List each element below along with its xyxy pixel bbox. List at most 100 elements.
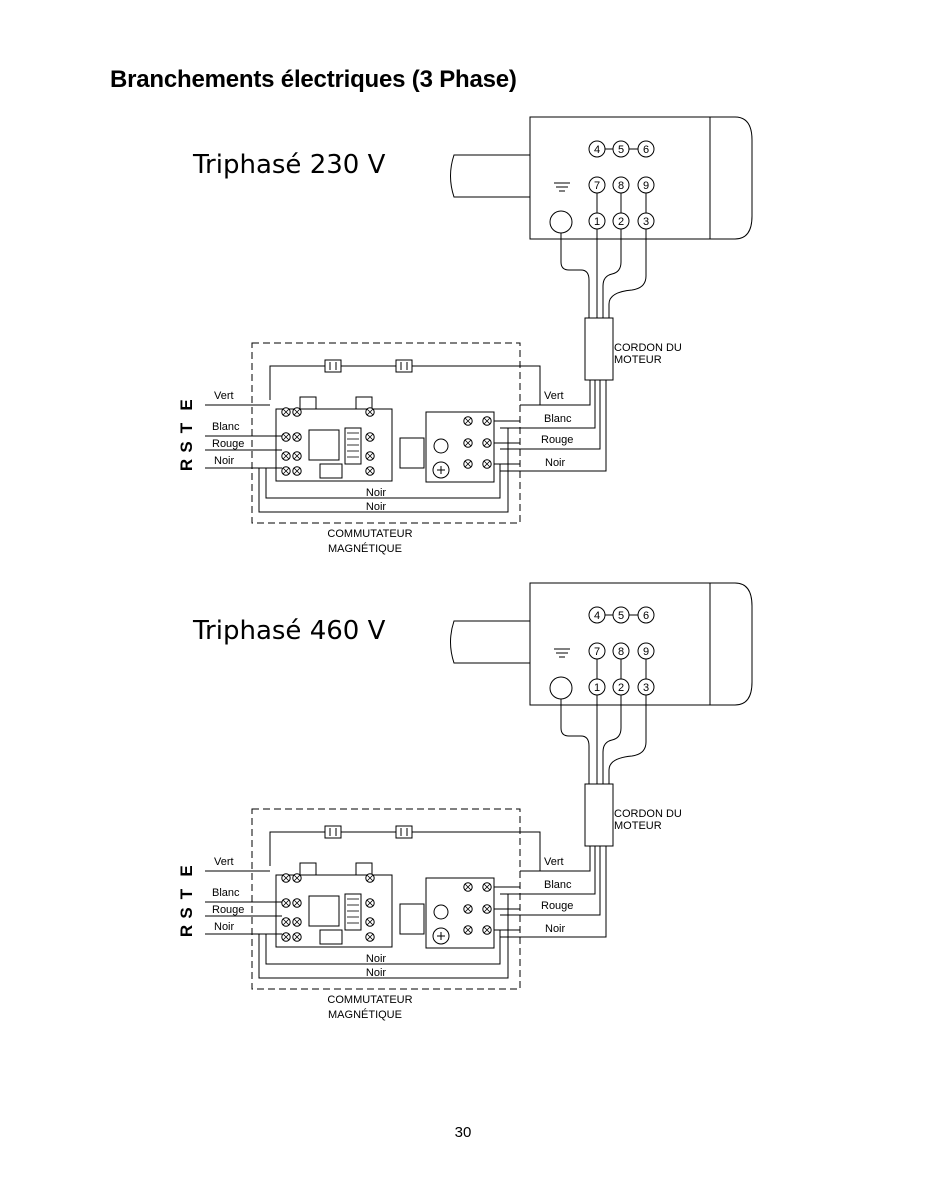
contactor-tab [355, 396, 373, 410]
page-number: 30 [454, 1124, 472, 1141]
output-wire-label: Noir [545, 923, 566, 935]
motor-shaft [450, 154, 531, 198]
motor-terminal-label: 3 [643, 682, 649, 694]
motor-terminal-label: 8 [618, 180, 624, 192]
switch-label: MAGNÉTIQUE [328, 1008, 402, 1021]
fuse-symbol [324, 359, 342, 373]
switch-label: COMMUTATEUR [327, 528, 412, 540]
cord-sleeve [584, 783, 614, 847]
motor-terminal-label: 7 [594, 646, 600, 658]
input-wire-label: Rouge [212, 438, 244, 450]
motor-terminal-label: 7 [594, 180, 600, 192]
phase-letter-r: R [177, 925, 196, 937]
fuse-symbol [324, 825, 342, 839]
input-wire-label: Vert [214, 390, 234, 402]
output-wire-label: Rouge [541, 434, 573, 446]
motor-terminal-label: 9 [643, 646, 649, 658]
motor-terminal-5 [612, 606, 630, 624]
phase-letter-t: T [177, 888, 196, 899]
switch-enclosure [251, 808, 521, 990]
contactor-coil [308, 429, 340, 461]
motor-terminal-6 [637, 140, 655, 158]
motor-terminal-label: 4 [594, 610, 600, 622]
motor-terminal-label: 3 [643, 216, 649, 228]
output-wire-label: Rouge [541, 900, 573, 912]
phase-letter-s: S [177, 441, 196, 452]
phase-letter-r: R [177, 459, 196, 471]
contactor-base [319, 463, 343, 479]
motor-terminal-label: 1 [594, 682, 600, 694]
cord-label: MOTEUR [614, 820, 662, 832]
phase-letter-s: S [177, 907, 196, 918]
switch-label: COMMUTATEUR [327, 994, 412, 1006]
motor-terminal-5 [612, 140, 630, 158]
fuse-symbol [395, 359, 413, 373]
output-wire-label: Noir [545, 457, 566, 469]
motor-terminal-label: 1 [594, 216, 600, 228]
phase-letters: RST E [177, 865, 196, 937]
cord-label: CORDON DU [614, 808, 682, 820]
contactor-base [319, 929, 343, 945]
relay-dial [433, 904, 449, 920]
relay-link [399, 903, 425, 935]
phase-letter-t: T [177, 422, 196, 433]
motor-terminal-label: 5 [618, 610, 624, 622]
motor-shaft [450, 620, 531, 664]
contactor-tab [299, 396, 317, 410]
motor-endcap [709, 116, 753, 240]
phase-letter-e: E [177, 399, 196, 410]
phase-letters: RST E [177, 399, 196, 471]
motor-terminal-label: 2 [618, 216, 624, 228]
ground-terminal [549, 676, 573, 700]
diagram-heading: Triphasé 460 V [192, 616, 386, 646]
motor-terminal-label: 5 [618, 144, 624, 156]
motor-terminal-6 [637, 606, 655, 624]
contactor-tab [355, 862, 373, 876]
switch-enclosure [251, 342, 521, 524]
motor-terminal-label: 2 [618, 682, 624, 694]
page-title: Branchements électriques (3 Phase) [110, 66, 517, 93]
contactor-aux [344, 427, 362, 465]
input-wire-label: Blanc [212, 887, 240, 899]
inner-wire-label: Noir [366, 967, 387, 979]
inner-wire-label: Noir [366, 953, 387, 965]
cord-label: CORDON DU [614, 342, 682, 354]
switch-label: MAGNÉTIQUE [328, 542, 402, 555]
diagram-heading: Triphasé 230 V [192, 150, 386, 180]
motor-terminal-4 [588, 606, 606, 624]
input-wire-label: Blanc [212, 421, 240, 433]
motor-terminal-label: 8 [618, 646, 624, 658]
motor-terminal-label: 6 [643, 144, 649, 156]
output-wire-label: Blanc [544, 879, 572, 891]
phase-letter-e: E [177, 865, 196, 876]
contactor-coil [308, 895, 340, 927]
contactor-aux [344, 893, 362, 931]
input-wire-label: Noir [214, 921, 235, 933]
contactor-tab [299, 862, 317, 876]
output-wire-label: Blanc [544, 413, 572, 425]
relay-link [399, 437, 425, 469]
motor: 4 5 6 7 8 9 1 2 3 [450, 582, 753, 706]
motor-endcap [709, 582, 753, 706]
motor-terminal-label: 6 [643, 610, 649, 622]
output-wire-label: Vert [544, 856, 564, 868]
fuse-symbol [395, 825, 413, 839]
relay-dial [433, 438, 449, 454]
cord-label: MOTEUR [614, 354, 662, 366]
motor-terminal-label: 4 [594, 144, 600, 156]
input-wire-label: Noir [214, 455, 235, 467]
motor-terminal-4 [588, 140, 606, 158]
inner-wire-label: Noir [366, 501, 387, 513]
inner-wire-label: Noir [366, 487, 387, 499]
input-wire-label: Vert [214, 856, 234, 868]
input-wire-label: Rouge [212, 904, 244, 916]
